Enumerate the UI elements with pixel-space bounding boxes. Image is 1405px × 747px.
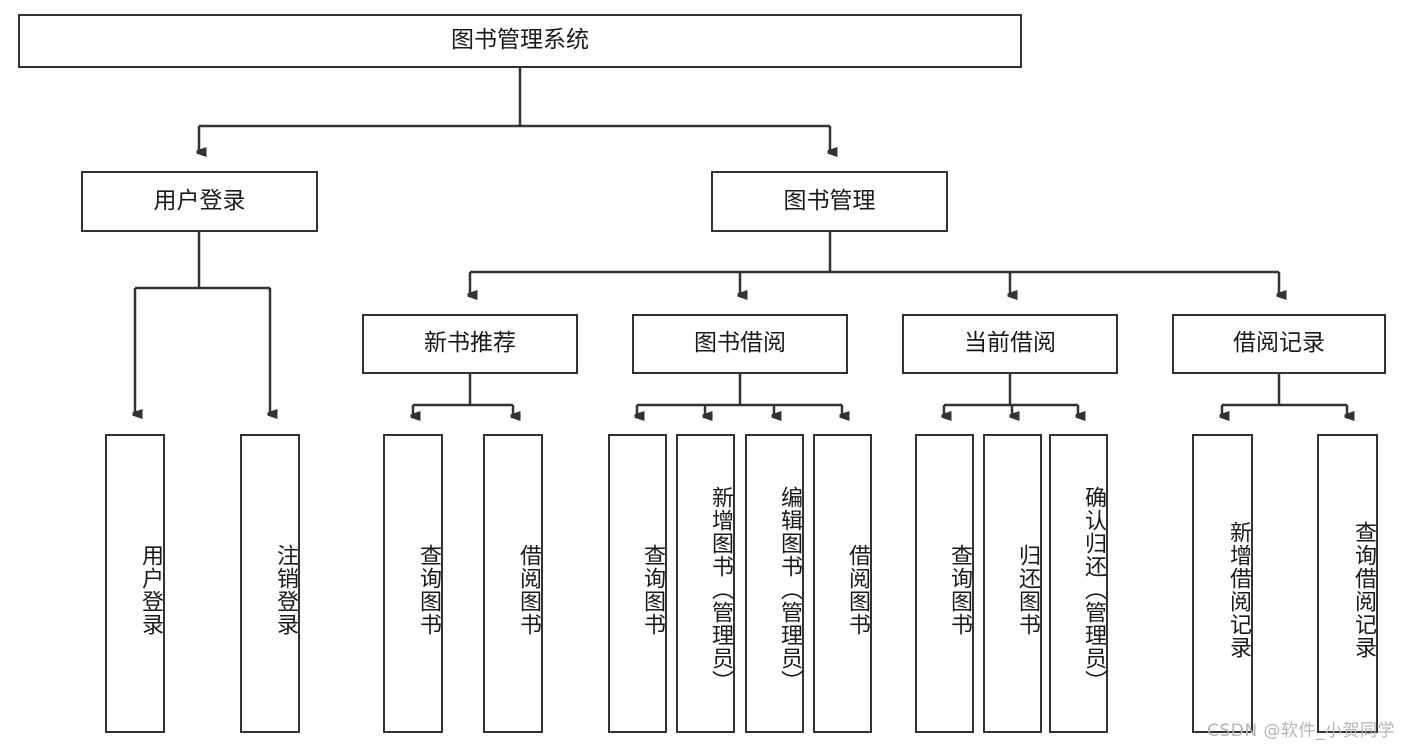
leaf-new-book-borrow[interactable]: 借阅图书 xyxy=(483,434,543,733)
node-label: 借阅图书 xyxy=(845,543,870,636)
node-user-login[interactable]: 用户登录 xyxy=(81,171,318,232)
node-current-borrow[interactable]: 当前借阅 xyxy=(902,314,1118,374)
leaf-current-borrow-query[interactable]: 查询图书 xyxy=(915,434,974,733)
node-label: 当前借阅 xyxy=(964,330,1056,357)
node-borrow-record[interactable]: 借阅记录 xyxy=(1172,314,1386,374)
leaf-book-borrow-add[interactable]: 新增图书（管理员） xyxy=(676,434,735,733)
leaf-user-login-login[interactable]: 用户登录 xyxy=(105,434,165,733)
node-label: 归还图书 xyxy=(1015,543,1040,636)
node-label: 查询图书 xyxy=(640,543,665,636)
node-label: 新书推荐 xyxy=(424,330,516,357)
node-label: 新增借阅记录 xyxy=(1226,520,1251,659)
leaf-book-borrow-query[interactable]: 查询图书 xyxy=(608,434,667,733)
node-label: 图书借阅 xyxy=(694,330,786,357)
leaf-book-borrow-borrow[interactable]: 借阅图书 xyxy=(813,434,872,733)
leaf-borrow-record-query[interactable]: 查询借阅记录 xyxy=(1317,434,1378,733)
node-label: 用户登录 xyxy=(138,543,163,636)
node-new-book-recommend[interactable]: 新书推荐 xyxy=(362,314,578,374)
node-label: 图书管理系统 xyxy=(451,27,589,54)
node-label: 查询图书 xyxy=(947,543,972,636)
leaf-borrow-record-add[interactable]: 新增借阅记录 xyxy=(1192,434,1253,733)
node-book-management[interactable]: 图书管理 xyxy=(711,171,948,232)
node-label: 确认归还（管理员） xyxy=(1081,486,1106,693)
node-book-borrow[interactable]: 图书借阅 xyxy=(632,314,848,374)
csdn-watermark: CSDN @软件_小贺同学 xyxy=(1207,721,1395,741)
leaf-current-borrow-confirm-return[interactable]: 确认归还（管理员） xyxy=(1049,434,1108,733)
node-label: 借阅图书 xyxy=(516,543,541,636)
node-label: 用户登录 xyxy=(153,187,246,214)
leaf-new-book-query[interactable]: 查询图书 xyxy=(383,434,443,733)
node-label: 新增图书（管理员） xyxy=(708,486,733,693)
node-label: 图书管理 xyxy=(783,187,876,214)
leaf-book-borrow-edit[interactable]: 编辑图书（管理员） xyxy=(745,434,804,733)
node-label: 查询图书 xyxy=(416,543,441,636)
node-label: 注销登录 xyxy=(273,543,298,636)
node-label: 借阅记录 xyxy=(1233,330,1325,357)
leaf-user-login-logout[interactable]: 注销登录 xyxy=(240,434,300,733)
node-root-book-management-system[interactable]: 图书管理系统 xyxy=(18,14,1022,68)
node-label: 编辑图书（管理员） xyxy=(777,486,802,693)
node-label: 查询借阅记录 xyxy=(1351,520,1376,659)
leaf-current-borrow-return[interactable]: 归还图书 xyxy=(983,434,1042,733)
